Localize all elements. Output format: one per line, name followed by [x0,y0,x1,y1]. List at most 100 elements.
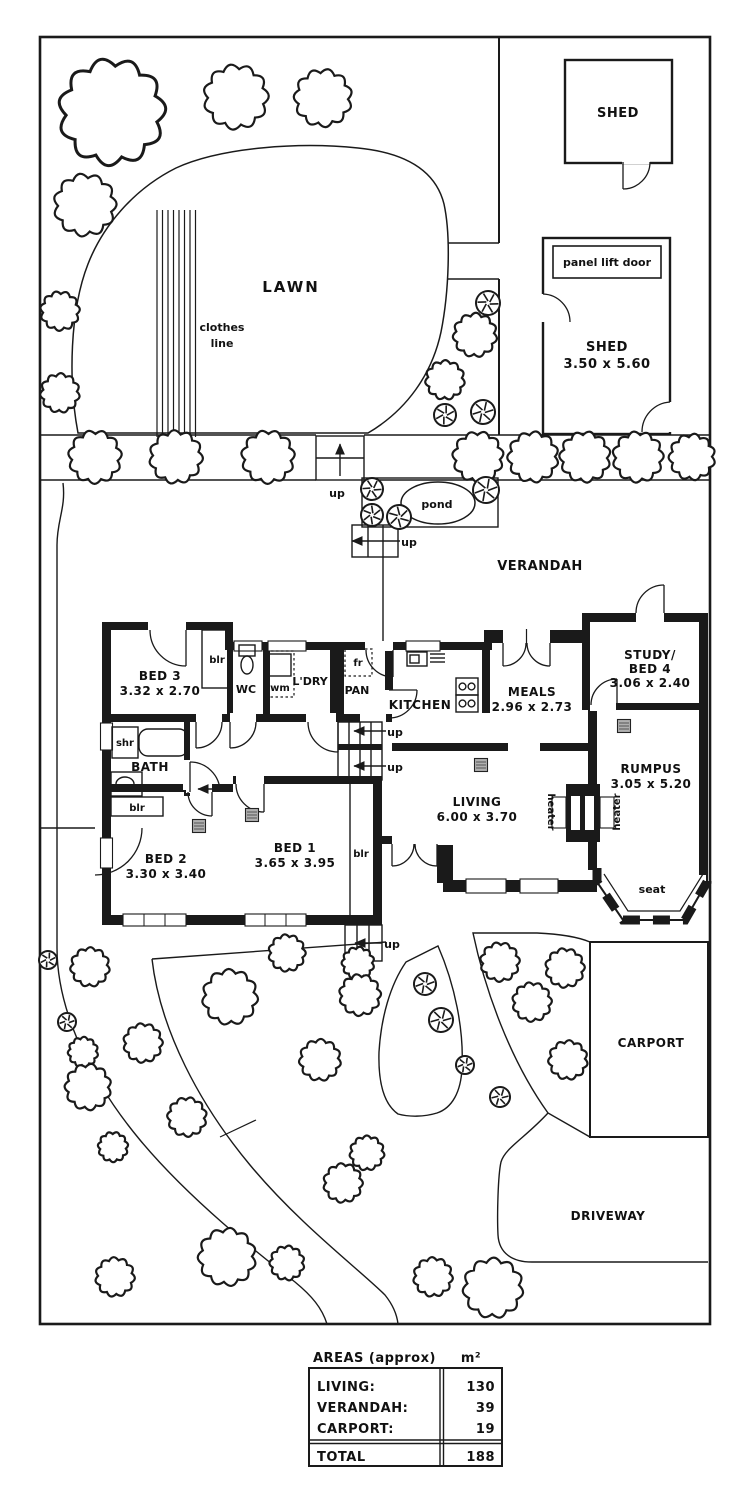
tree-icon [322,1162,364,1204]
tree-icon [611,430,665,484]
rumpus-name: RUMPUS [620,762,681,776]
tree-icon [544,947,586,989]
tree-icon [148,429,204,485]
tree-icon [66,1035,99,1069]
pond-area [351,477,499,642]
shed-large-dims: 3.50 x 5.60 [563,357,650,372]
tree-icon [166,1096,208,1138]
shr-label: shr [116,738,134,749]
bed3-dims: 3.32 x 2.70 [120,684,201,698]
meals-name: MEALS [508,685,556,699]
tree-icon [558,430,612,484]
shrub-icon [472,476,500,504]
shrub-icon [413,972,437,996]
up-label-3: up [387,726,403,739]
stove [455,677,479,713]
study-dims: 3.06 x 2.40 [610,676,691,690]
vent-bed1 [244,807,260,823]
tree-icon [348,1134,386,1172]
driveway-label: DRIVEWAY [571,1209,646,1223]
kitchen-sink [406,651,445,667]
areas-row-label-verandah: VERANDAH: [317,1401,408,1416]
corner-garden-bed [472,932,591,1139]
shed-small-label: SHED [597,106,639,121]
shower [111,726,139,759]
areas-table-title: AREAS (approx) [313,1351,436,1366]
up-label-5: up [384,938,400,951]
stairs [197,721,386,962]
bed1-name: BED 1 [274,841,316,855]
shrub-icon [470,399,496,425]
tree-icon [39,290,81,332]
bed2-name: BED 2 [145,852,187,866]
tree-icon [338,973,383,1018]
shrub-icon [489,1086,511,1108]
wm-label: wm [270,683,290,694]
tree-icon [63,1062,112,1112]
lawn-label: LAWN [262,278,320,296]
tree-icon [451,430,505,484]
heater-label-left: heater [545,793,556,830]
heater-label-right: heater [612,793,623,830]
shrub-icon [428,1007,454,1033]
pan-label: PAN [345,684,370,697]
shrub-icon [386,504,412,530]
wc-label: WC [236,683,256,696]
labels: LAWN clothes line SHED panel lift door S… [116,106,691,1223]
shed-large-label: SHED [586,340,628,355]
up-label-2: up [401,536,417,549]
vent-rumpus [616,718,632,734]
tree-icon [94,1256,136,1298]
areas-row-value-living: 130 [466,1380,495,1395]
pond-label: pond [421,498,452,511]
back-garden [71,144,450,437]
tree-icon [506,430,560,484]
verandah-label: VERANDAH [497,559,583,574]
tree-icon [96,1131,130,1164]
tree-icon [412,1256,454,1298]
tree-icon [57,57,168,168]
areas-total-value: 188 [466,1450,495,1465]
garden-trees [39,57,716,1319]
carport-label: CARPORT [618,1036,685,1050]
fridge-space [344,648,373,677]
areas-row-label-carport: CARPORT: [317,1422,394,1437]
rumpus-dims: 3.05 x 5.20 [611,777,692,791]
shrub-icon [360,503,384,527]
tree-icon [122,1022,164,1064]
tree-icon [547,1039,589,1081]
tree-icon [479,941,521,983]
clothes-line-label-1: clothes [200,321,245,334]
toilet-wc [240,655,254,675]
washing-machine-space [265,650,295,698]
panel-lift-door-box [552,245,662,279]
study-name-1: STUDY/ [624,648,676,662]
robe-bed3 [201,629,233,689]
shrub-icon [360,477,384,501]
areas-total-label: TOTAL [317,1450,366,1465]
study-name-2: BED 4 [629,662,671,676]
areas-table-unit: m² [461,1351,481,1366]
clothes-line-label-2: line [211,337,234,350]
up-label-4: up [387,761,403,774]
bed1-dims: 3.65 x 3.95 [255,856,336,870]
bathtub [138,728,189,757]
bed3-name: BED 3 [139,669,181,683]
bed2-dims: 3.30 x 3.40 [126,867,207,881]
blr-label-bath: blr [129,803,145,814]
front-garden [56,932,708,1325]
doors [149,584,665,867]
living-name: LIVING [453,795,502,809]
lawn-outline [71,144,450,434]
areas-table: AREAS (approx) m² LIVING: VERANDAH: CARP… [308,1351,503,1467]
pond-outline [400,481,476,525]
tree-icon [511,981,553,1023]
shrub-icon [57,1012,77,1032]
robe-bed2 [110,796,164,817]
up-label-1: up [329,487,345,500]
toilet-bath [115,776,135,792]
tree-icon [53,172,118,238]
shrub-icon [475,290,501,316]
